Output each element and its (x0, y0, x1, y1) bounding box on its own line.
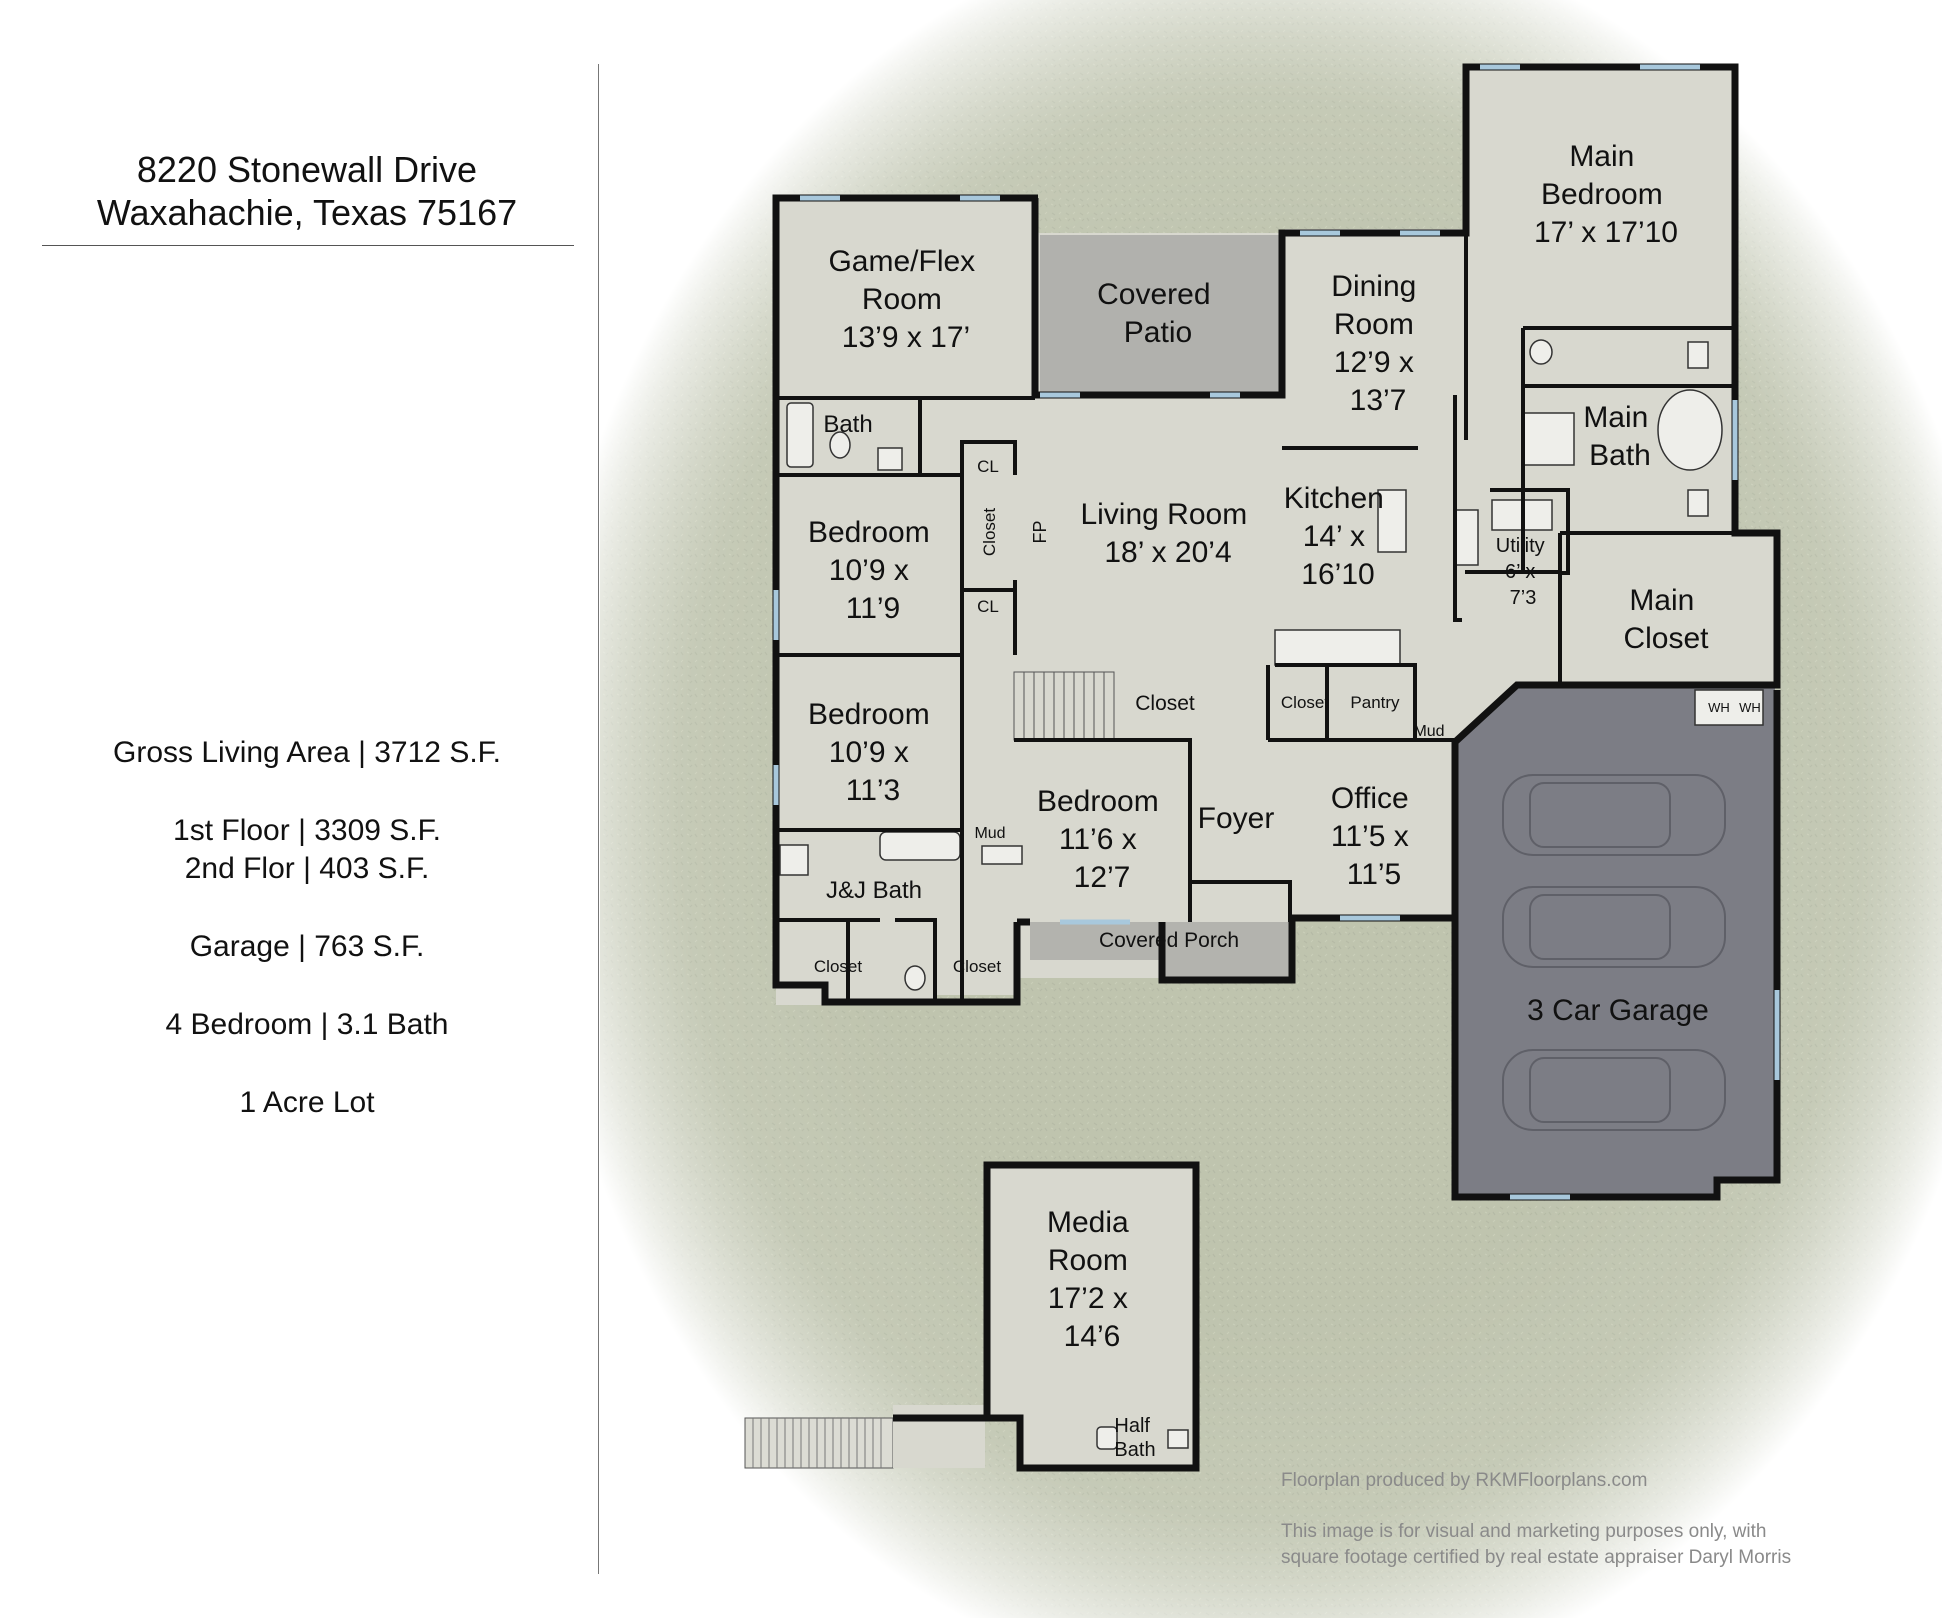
label-closet-vertical: Closet (980, 508, 999, 556)
label-water-heater-2: WH (1739, 700, 1761, 715)
stat-lot-size: 1 Acre Lot (239, 1086, 375, 1119)
panel-divider (598, 64, 599, 1574)
label-covered-porch: Covered Porch (1099, 929, 1239, 952)
fixtures (779, 339, 1764, 1450)
room-labels: Game/Flex Room 13’9 x 17’ Covered Patio … (808, 140, 1761, 1461)
label-bedroom-b: Bedroom 10’9 x 11’3 (808, 698, 938, 807)
label-main-bedroom: Main Bedroom 17’ x 17’10 (1534, 140, 1678, 249)
label-media-room: Media Room 17’2 x 14’6 (1047, 1206, 1137, 1353)
label-half-bath: Half Bath (1114, 1415, 1155, 1461)
label-stair-closet: Closet (1135, 692, 1195, 715)
disclaimer-line1: This image is for visual and marketing p… (1281, 1521, 1767, 1542)
label-dining-room: Dining Room 12’9 x 13’7 (1331, 270, 1424, 417)
label-office: Office 11’5 x 11’5 (1331, 782, 1417, 891)
label-kitchen: Kitchen 14’ x 16’10 (1284, 482, 1392, 591)
media-room-area (985, 1165, 1195, 1467)
stat-second-floor: 2nd Flor | 403 S.F. (184, 852, 430, 885)
label-utility: Utility 6’ x 7’3 (1496, 535, 1550, 609)
address-line1: 8220 Stonewall Drive (136, 149, 478, 190)
interior-walls (776, 233, 1735, 1002)
label-foyer: Foyer (1198, 802, 1275, 835)
label-garage: 3 Car Garage (1527, 994, 1709, 1027)
label-bath-upper: Bath (823, 411, 872, 438)
label-game-flex: Game/Flex Room 13’9 x 17’ (828, 245, 983, 354)
label-main-closet: Main Closet (1623, 584, 1709, 655)
label-covered-patio: Covered Patio (1097, 278, 1219, 349)
info-panel: 8220 Stonewall Drive Waxahachie, Texas 7… (0, 0, 600, 1618)
label-closet-pantry: Closet (1281, 693, 1329, 712)
disclaimer-line2: square footage certified by real estate … (1281, 1547, 1792, 1568)
label-cl-bottom: CL (977, 597, 999, 616)
stat-garage: Garage | 763 S.F. (189, 930, 425, 963)
label-jj-bath: J&J Bath (826, 877, 922, 904)
label-cl-top: CL (977, 457, 999, 476)
floor-plan: Game/Flex Room 13’9 x 17’ Covered Patio … (600, 0, 1942, 1618)
label-fireplace: FP (1030, 520, 1050, 543)
address-divider (42, 245, 574, 246)
floor-areas (744, 67, 1775, 1469)
stat-gross-living-area: Gross Living Area | 3712 S.F. (113, 736, 501, 769)
stat-first-floor: 1st Floor | 3309 S.F. (173, 814, 441, 847)
garage-area (1455, 683, 1775, 1195)
label-living-room: Living Room 18’ x 20’4 (1080, 498, 1255, 569)
label-mud-hall: Mud (974, 825, 1005, 842)
garage-cars (1502, 774, 1726, 1131)
label-water-heater-1: WH (1708, 700, 1730, 715)
producer-credit: Floorplan produced by RKMFloorplans.com (1281, 1470, 1648, 1491)
label-bedroom-a: Bedroom 10’9 x 11’9 (808, 516, 938, 625)
covered-patio-area (1040, 235, 1280, 393)
address-line2: Waxahachie, Texas 75167 (96, 192, 518, 233)
label-mud-kitchen: Mud (1413, 723, 1444, 740)
windows (773, 64, 1780, 1200)
stat-bed-bath: 4 Bedroom | 3.1 Bath (165, 1008, 449, 1041)
label-closet-right: Closet (953, 957, 1001, 976)
label-main-bath: Main Bath (1583, 401, 1656, 472)
label-pantry: Pantry (1350, 693, 1400, 712)
label-closet-left: Closet (814, 957, 862, 976)
label-bedroom-c: Bedroom 11’6 x 12’7 (1037, 785, 1167, 894)
